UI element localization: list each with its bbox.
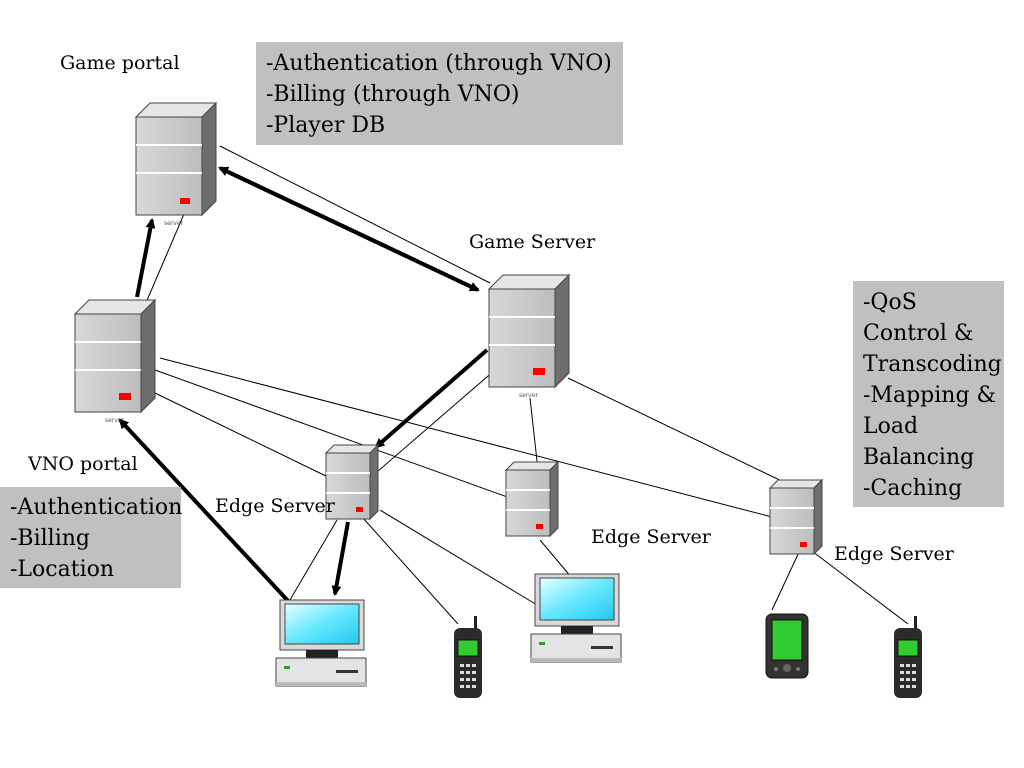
link-edge1-phone1	[362, 517, 459, 625]
thin-links	[144, 145, 909, 625]
edge-server-label-1: Edge Server	[215, 495, 335, 517]
desktop-pc-2	[530, 573, 622, 663]
status-led	[536, 524, 543, 529]
status-led	[533, 368, 545, 375]
link-edge2-pc2	[539, 539, 573, 579]
game-server-label: Game Server	[469, 231, 596, 253]
arrow-gameserver-to-edge1	[374, 348, 489, 449]
feature-line: -Authentication (through VNO)	[266, 51, 612, 76]
feature-line: -Location	[10, 557, 115, 582]
status-led	[800, 542, 807, 547]
server-caption: server	[519, 392, 539, 399]
game-portal-server: server	[134, 101, 218, 227]
arrow-gameserver-to-gameportal	[218, 166, 479, 292]
link-edge3-pda	[771, 549, 801, 611]
mobile-phone-2	[894, 616, 922, 698]
feature-line: -Authentication	[10, 495, 183, 520]
feature-line: -Caching	[863, 476, 963, 501]
status-led	[119, 393, 131, 400]
edge-server-3	[768, 478, 824, 556]
link-vno-edge3	[159, 357, 773, 518]
server-caption: server	[105, 417, 125, 424]
vno-portal-label: VNO portal	[28, 453, 138, 475]
link-vno-edge2	[154, 369, 511, 499]
vno-portal-server: server	[73, 298, 157, 424]
feature-line: -Billing (through VNO)	[266, 82, 520, 107]
link-gameserver-edge3	[567, 377, 793, 487]
feature-line: Transcoding	[863, 352, 1002, 377]
link-edge3-phone2	[807, 547, 909, 625]
edge-server-1	[324, 443, 380, 521]
vno-features-box: -Authentication -Billing -Location	[0, 487, 183, 588]
thick-arrows	[118, 166, 489, 605]
status-led	[356, 507, 363, 512]
edge-server-label-2: Edge Server	[591, 526, 711, 548]
mobile-phone-1	[454, 616, 482, 698]
feature-line: Balancing	[863, 445, 975, 470]
link-edge1-pc1	[286, 519, 338, 606]
edge-server-label-3: Edge Server	[834, 543, 954, 565]
link-gameserver-edge2	[529, 397, 539, 471]
pda-device	[765, 613, 809, 679]
server-caption: server	[164, 220, 184, 227]
game-portal-label: Game portal	[60, 52, 180, 74]
edge-features-box: -QoS Control & Transcoding -Mapping & Lo…	[853, 281, 1004, 507]
game-portal-features-box: -Authentication (through VNO) -Billing (…	[256, 42, 623, 145]
game-server: server	[487, 273, 571, 399]
arrow-vno-to-gameportal	[135, 218, 156, 298]
edge-server-2	[504, 460, 560, 538]
arrow-edge1-to-pc1	[331, 521, 350, 596]
feature-line: -QoS	[863, 290, 917, 315]
link-vno-edge1	[154, 392, 331, 479]
feature-line: -Mapping &	[863, 383, 997, 408]
link-gameserver-edge1-thin	[369, 369, 496, 479]
feature-line: Load	[863, 414, 919, 439]
arrow-pc1-to-vno	[118, 418, 292, 605]
feature-line: Control &	[863, 321, 974, 346]
status-led	[180, 198, 190, 204]
feature-line: -Player DB	[266, 113, 386, 138]
link-gameportal-gameserver	[219, 145, 491, 284]
link-edge1-pc2	[379, 509, 543, 609]
feature-line: -Billing	[10, 526, 90, 551]
desktop-pc-1	[275, 599, 367, 687]
